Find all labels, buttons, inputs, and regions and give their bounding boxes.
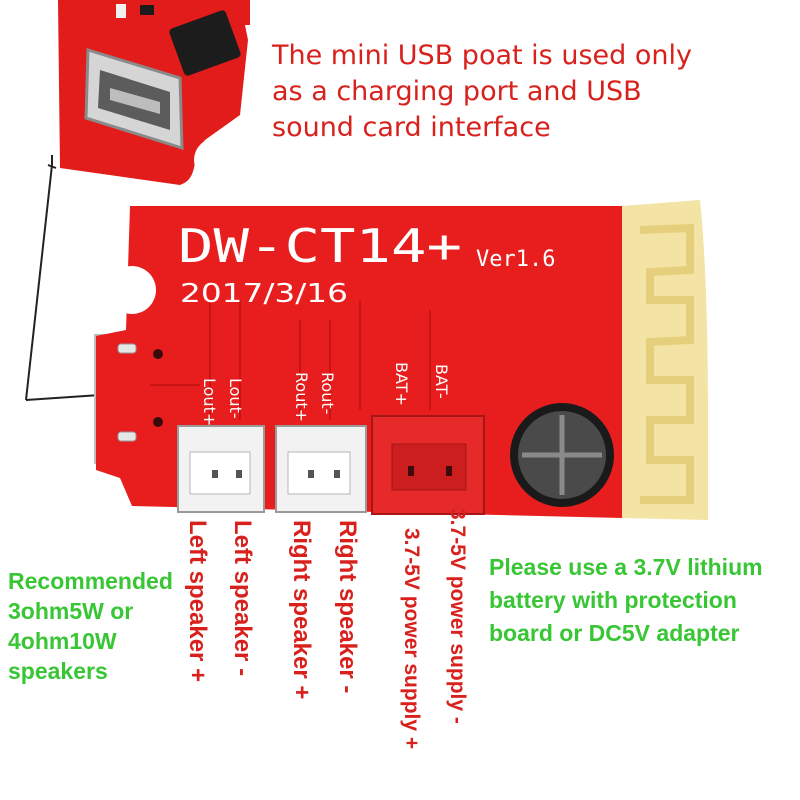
battery-note-line: battery with protection <box>489 587 737 613</box>
speaker-note: Recommended 3ohm5W or 4ohm10W speakers <box>8 566 173 686</box>
leader-lines <box>25 155 101 401</box>
pin-label-right-plus: Right speaker + <box>288 520 315 700</box>
silkscreen-rout-minus: Rout- <box>318 372 337 414</box>
usb-note: The mini USB poat is used only as a char… <box>272 38 692 146</box>
pin-label-left-plus: Left speaker + <box>184 520 211 683</box>
silkscreen-bat-plus: BAT+ <box>392 362 411 406</box>
pin-label-power-plus: 3.7-5V power supply + <box>400 528 423 750</box>
pin-label-power-minus: 3.7-5V power supply - <box>446 508 469 724</box>
usb-note-line: The mini USB poat is used only <box>272 40 692 71</box>
board-model: DW-CT14+ <box>178 219 462 273</box>
board-date: 2017/3/16 <box>180 279 348 309</box>
silkscreen-lout-plus: Lout+ <box>200 378 219 426</box>
capacitor <box>510 403 614 507</box>
silkscreen-rout-plus: Rout+ <box>292 372 311 422</box>
silkscreen-bat-minus: BAT- <box>432 364 451 399</box>
speaker-note-line: speakers <box>8 658 108 684</box>
battery-note-line: Please use a 3.7V lithium <box>489 554 763 580</box>
speaker-note-line: Recommended <box>8 568 173 594</box>
pin-label-right-minus: Right speaker - <box>334 520 361 694</box>
board-version: Ver1.6 <box>476 247 555 272</box>
usb-note-line: sound card interface <box>272 112 551 143</box>
pin-label-left-minus: Left speaker - <box>229 520 256 677</box>
right-speaker-connector <box>275 425 367 513</box>
speaker-note-line: 3ohm5W or <box>8 598 134 624</box>
left-speaker-connector <box>177 425 265 513</box>
usb-note-line: as a charging port and USB <box>272 76 642 107</box>
battery-connector <box>371 415 485 515</box>
battery-note: Please use a 3.7V lithium battery with p… <box>489 551 763 650</box>
silkscreen-lout-minus: Lout- <box>226 378 245 419</box>
usb-zoom-inset <box>58 0 250 185</box>
battery-note-line: board or DC5V adapter <box>489 620 740 646</box>
speaker-note-line: 4ohm10W <box>8 628 117 654</box>
pcb-board: DW-CT14+ Ver1.6 2017/3/16 Lout+ Lout- Ro… <box>94 200 708 520</box>
